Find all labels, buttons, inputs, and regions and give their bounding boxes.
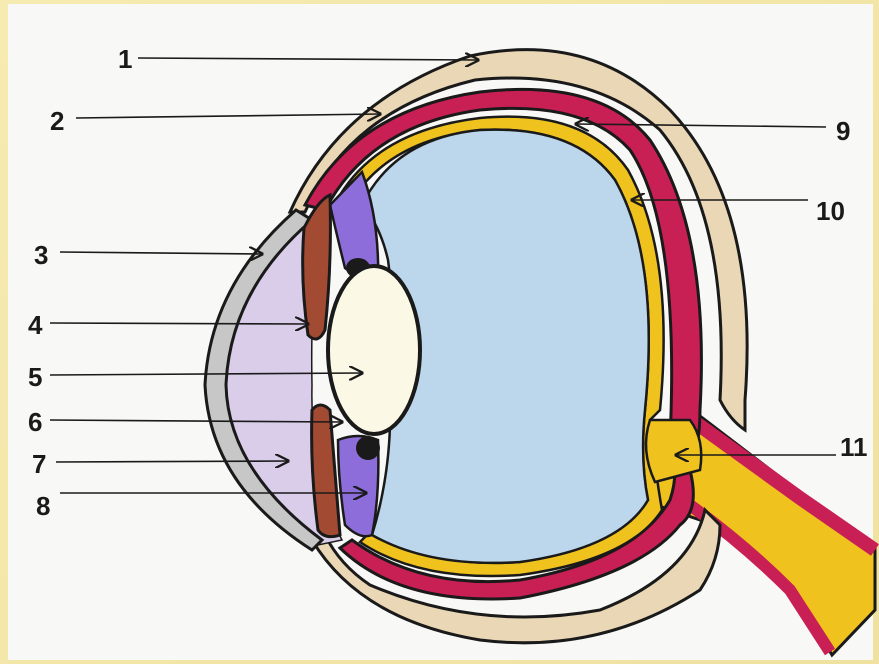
- label-6: 6: [28, 407, 42, 437]
- label-4: 4: [28, 310, 43, 340]
- lens: [328, 266, 420, 434]
- label-1: 1: [118, 44, 132, 74]
- label-8: 8: [36, 491, 50, 521]
- label-3: 3: [34, 240, 48, 270]
- leader-4: [50, 323, 308, 324]
- label-2: 2: [50, 106, 64, 136]
- leader-5: [50, 373, 362, 375]
- leader-3: [60, 252, 262, 254]
- label-5: 5: [28, 362, 42, 392]
- label-9: 9: [836, 116, 850, 146]
- leader-2: [76, 114, 380, 118]
- optic-disc: [646, 420, 701, 482]
- ligament-bottom: [356, 436, 380, 460]
- label-11: 11: [840, 432, 868, 462]
- label-7: 7: [32, 449, 46, 479]
- leader-7: [56, 461, 288, 462]
- leader-1: [138, 58, 478, 60]
- iris-lower: [312, 405, 340, 537]
- label-10: 10: [816, 196, 845, 226]
